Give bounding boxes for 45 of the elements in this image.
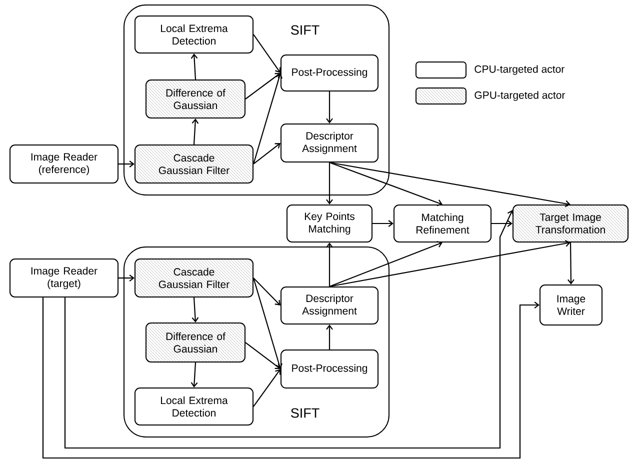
arrow — [492, 220, 512, 227]
arrow — [245, 72, 280, 100]
actor-box: Matching Refinement — [394, 204, 492, 242]
arrow — [253, 143, 280, 164]
arrow — [253, 369, 281, 407]
arrow — [253, 34, 281, 73]
actor-box: Local Extrema Detection — [134, 388, 254, 426]
arrow — [42, 298, 540, 459]
gpu-actor-box: Difference of Gaussian — [146, 322, 246, 362]
arrow — [64, 210, 514, 449]
arrow — [372, 220, 394, 227]
arrow — [190, 362, 198, 388]
arrow — [192, 297, 199, 322]
gpu-actor-box: Target Image Transformation — [512, 204, 628, 242]
arrow — [118, 274, 134, 282]
actor-box: Post-Processing — [280, 350, 378, 388]
gpu-actor-box: Cascade Gaussian Filter — [134, 144, 254, 184]
arrow — [190, 54, 198, 80]
arrow — [252, 73, 282, 164]
arrow — [245, 342, 280, 369]
gpu-actor-box: Cascade Gaussian Filter — [134, 258, 254, 298]
actor-box: Image Reader (reference) — [10, 144, 118, 184]
arrow — [329, 162, 442, 206]
arrow — [329, 240, 442, 288]
gpu-actor-box: Difference of Gaussian — [146, 80, 246, 118]
actor-box: Descriptor Assignment — [280, 124, 378, 162]
arrow — [329, 240, 570, 288]
legend-label: CPU-targeted actor — [474, 65, 564, 75]
arrow — [326, 242, 333, 286]
actor-box: Descriptor Assignment — [280, 286, 378, 324]
arrow — [326, 162, 333, 204]
arrow — [326, 92, 333, 124]
arrow — [252, 278, 282, 369]
actor-box: Local Extrema Detection — [134, 16, 254, 54]
arrow — [326, 324, 333, 350]
actor-box: Image Reader (target) — [10, 258, 118, 298]
actor-box: Key Points Matching — [286, 204, 372, 242]
arrow — [118, 160, 134, 168]
actor-box: Post-Processing — [280, 54, 378, 92]
arrow — [253, 278, 280, 306]
arrow — [329, 162, 570, 208]
actor-box: Image Writer — [540, 284, 602, 326]
arrow — [568, 242, 574, 284]
legend-label: GPU-targeted actor — [474, 91, 566, 101]
arrow — [192, 118, 199, 145]
